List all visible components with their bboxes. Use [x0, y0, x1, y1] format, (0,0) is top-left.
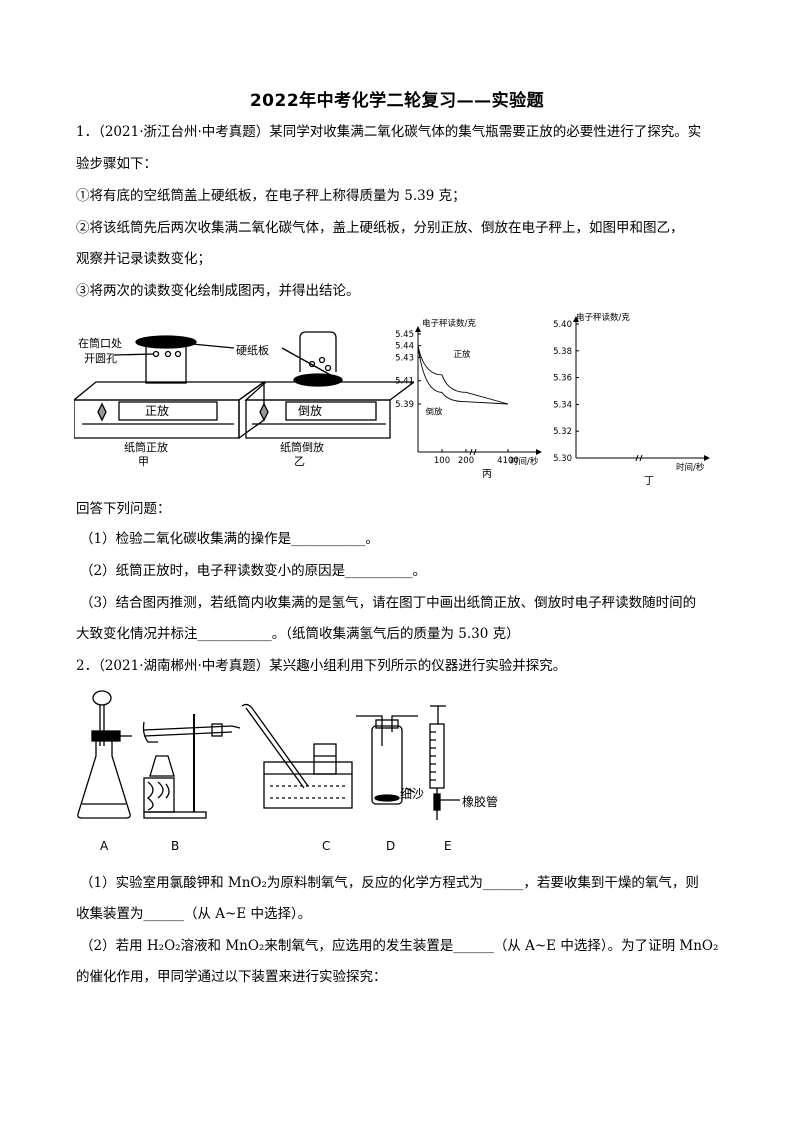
page-title: 2022年中考化学二轮复习——实验题: [249, 91, 545, 111]
chart-bing-ytick: 5.39: [395, 400, 414, 410]
chart-ding-ytick: 5.30: [553, 454, 572, 464]
apparatus-b-heating: [142, 714, 241, 819]
q2-sub2-line1: （2）若用 H₂O₂溶液和 MnO₂来制氧气，应选用的发生装置是______（从…: [80, 938, 719, 954]
hole-label-line1: 在筒口处: [78, 336, 122, 350]
chart-ding-axis-break: [635, 454, 639, 462]
chart-bing-ytick: 5.41: [395, 377, 414, 387]
chart-ding-caption: 丁: [644, 476, 654, 487]
caption-jia-line2: 甲: [138, 455, 149, 468]
apparatus-d-gas-bottle: [356, 715, 418, 805]
q2-apparatus-figure: 细沙 橡胶管 A B C D E: [77, 690, 498, 853]
sand-label: 细沙: [400, 787, 424, 801]
rubber-tube-label: 橡胶管: [462, 794, 498, 809]
chart-bing-xtick: 4100: [497, 456, 519, 466]
chart-ding-axis-break: [639, 454, 643, 462]
q1-stem-line1: 1．（2021·浙江台州·中考真题）某同学对收集满二氧化碳气体的集气瓶需要正放的…: [76, 124, 702, 140]
chart-ding-ytick: 5.36: [553, 374, 572, 384]
chart-bing-caption: 丙: [482, 469, 492, 480]
q1-stem-line2: 验步骤如下：: [76, 156, 157, 172]
q2-sub1-line1: （1）实验室用氯酸钾和 MnO₂为原料制氧气，反应的化学方程式为______，若…: [80, 875, 699, 891]
q1-answer-intro: 回答下列问题：: [76, 501, 171, 517]
chart-bing-x-arrow: [536, 449, 542, 455]
chart-bing: 电子秤读数/克 时间/秒 丙 5.45 5.445.43 5.41 5.39 100 20…: [395, 318, 542, 480]
chart-bing-ytick: 5.45: [395, 330, 414, 340]
q1-sub3-line2: 大致变化情况并标注___________。（纸筒收集满氢气后的质量为 5.30 …: [76, 626, 520, 642]
q1-sub2: （2）纸筒正放时，电子秤读数变小的原因是__________。: [80, 563, 427, 579]
upright-display: 正放: [145, 403, 169, 418]
q1-step2-line2: 观察并记录读数变化；: [76, 251, 211, 267]
board-label: 硬纸板: [236, 343, 269, 357]
chart-bing-axis-break: [473, 448, 477, 456]
q2-sub2-line2: 的催化作用，甲同学通过以下装置来进行实验探究：: [76, 969, 387, 985]
q1-step1: ①将有底的空纸筒盖上硬纸板，在电子秤上称得质量为 5.39 克；: [76, 188, 466, 204]
chart-ding-ylabel: 电子秤读数/克: [576, 312, 630, 323]
q1-sub1: （1）检验二氧化碳收集满的操作是___________。: [80, 531, 379, 547]
apparatus-c-water-trough: [241, 703, 353, 809]
hole-label-line2: 开圆孔: [84, 352, 117, 365]
chart-bing-xtick: 200: [458, 456, 474, 466]
chart-bing-axis-break: [469, 448, 473, 456]
label-d: D: [386, 839, 395, 853]
q1-sub3-line1: （3）结合图丙推测，若纸筒内收集满的是氢气，请在图丁中画出纸筒正放、倒放时电子秤…: [80, 595, 697, 611]
apparatus-a-flask: [77, 690, 132, 819]
q2-stem: 2．（2021·湖南郴州·中考真题）某兴趣小组利用下列所示的仪器进行实验并探究。: [76, 658, 567, 674]
label-a: A: [100, 839, 109, 853]
q1-balance-figure: 在筒口处 开圆孔 硬纸板 正放 倒放 纸筒正放 甲 纸筒倒放 乙: [74, 331, 414, 468]
chart-ding-xlabel: 时间/秒: [676, 462, 705, 473]
balance-yi: [244, 331, 414, 439]
caption-jia-line1: 纸筒正放: [124, 440, 168, 454]
q1-step2-line1: ②将该纸筒先后两次收集满二氧化碳气体，盖上硬纸板，分别正放、倒放在电子秤上，如图…: [76, 220, 684, 236]
chart-bing-series-line: [417, 345, 509, 405]
chart-bing-series-label: 正放: [453, 349, 471, 360]
chart-ding-ytick: 5.40: [553, 320, 572, 330]
chart-bing-ylabel: 电子秤读数/克: [422, 318, 476, 329]
balance-jia: [74, 335, 267, 440]
chart-ding-y-arrow: [573, 316, 579, 322]
caption-yi-line1: 纸筒倒放: [280, 440, 324, 454]
chart-bing-xlabel: 时间/秒: [510, 456, 539, 467]
apparatus-e-syringe: [429, 705, 460, 820]
chart-bing-ytick: 5.43: [395, 353, 414, 363]
chart-bing-ytick: 5.44: [395, 342, 414, 352]
label-e: E: [444, 839, 452, 853]
q1-step3: ③将两次的读数变化绘制成图丙，并得出结论。: [76, 283, 360, 299]
chart-bing-series-label: 倒放: [425, 406, 443, 417]
chart-ding: 电子秤读数/克 时间/秒 丁 5.40 5.38 5.36 5.34 5.32 5.30: [553, 312, 710, 487]
chart-bing-series-line: [417, 345, 509, 405]
chart-ding-x-arrow: [704, 455, 710, 461]
label-b: B: [171, 839, 179, 853]
chart-bing-xtick: 100: [434, 456, 450, 466]
caption-yi-line2: 乙: [294, 455, 305, 468]
chart-ding-ytick: 5.32: [553, 427, 572, 437]
inverted-display: 倒放: [298, 403, 322, 418]
q2-sub1-line2: 收集装置为______（从 A~E 中选择）。: [76, 906, 312, 922]
label-c: C: [322, 839, 330, 853]
chart-ding-ytick: 5.34: [553, 400, 572, 410]
chart-ding-ytick: 5.38: [553, 347, 572, 357]
chart-bing-y-arrow: [415, 326, 421, 332]
